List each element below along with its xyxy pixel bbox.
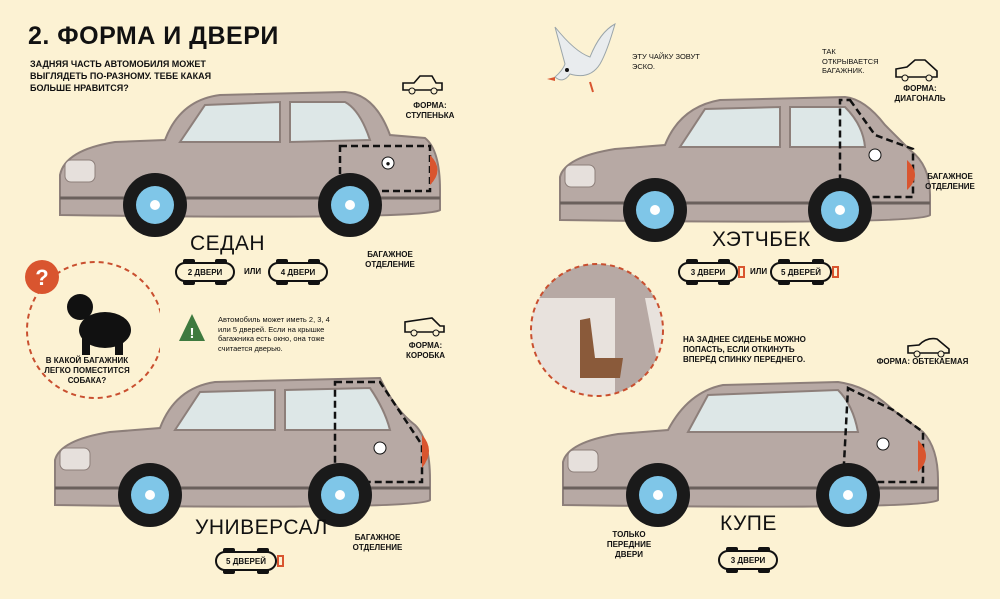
sedan-doors-2: 2 ДВЕРИ [175, 259, 235, 285]
wagon-shape-label: ФОРМА: КОРОБКА [406, 341, 445, 360]
seat-icon [580, 318, 623, 378]
info-icon: ! [178, 313, 206, 345]
sedan-car: ● [59, 90, 441, 237]
sedan-doors-4: 4 ДВЕРИ [268, 259, 328, 285]
wagon-trunk-label: БАГАЖНОЕ ОТДЕЛЕНИЕ [352, 533, 403, 552]
sedan-rear-wheel [318, 173, 382, 237]
page-title: 2. ФОРМА И ДВЕРИ [28, 22, 279, 50]
hatchback-doors-3: 3 ДВЕРИ [678, 259, 745, 285]
car-outline-icon [895, 59, 938, 82]
bird-note: ЭТУ ЧАЙКУ ЗОВУТ ЭСКО. [632, 52, 700, 71]
wagon-car [54, 376, 431, 527]
hatchback-trunk-label: БАГАЖНОЕ ОТДЕЛЕНИЕ [925, 172, 975, 191]
hatchback-name: ХЭТЧБЕК [712, 228, 811, 251]
intro-text: Задняя часть автомобиля может выглядеть … [30, 59, 212, 93]
sedan-shape-label: ФОРМА: СТУПЕНЬКА [405, 101, 455, 120]
info-note: Автомобиль может иметь 2, 3, 4 или 5 две… [218, 315, 330, 353]
sedan-front-wheel [123, 173, 187, 237]
hatchback-doors-5: 5 ДВЕРЕЙ [770, 259, 839, 285]
hatchback-shape-label: ФОРМА: ДИАГОНАЛЬ [894, 84, 946, 103]
dog-icon [67, 294, 131, 355]
sedan-or: ИЛИ [244, 267, 262, 276]
hatchback-car [559, 95, 931, 242]
coupe-car [562, 380, 939, 527]
svg-text:!: ! [190, 325, 195, 342]
seat-note: НА ЗАДНЕЕ СИДЕНЬЕ МОЖНО ПОПАСТЬ, ЕСЛИ ОТ… [683, 335, 806, 364]
question-icon: ? [35, 265, 48, 290]
coupe-name: КУПЕ [720, 512, 777, 535]
coupe-shape-label: ФОРМА: ОБТЕКАЕМАЯ [876, 357, 969, 366]
wagon-name: УНИВЕРСАЛ [195, 516, 328, 539]
coupe-doors-3: 3 ДВЕРИ [718, 547, 778, 573]
seagull-icon [547, 23, 616, 93]
wagon-doors-5: 5 ДВЕРЕЙ [215, 548, 284, 574]
sedan-trunk-label: БАГАЖНОЕ ОТДЕЛЕНИЕ [365, 250, 415, 269]
hatchback-or: ИЛИ [750, 267, 768, 276]
car-outline-icon [402, 75, 443, 95]
coupe-front-doors-label: ТОЛЬКО ПЕРЕДНИЕ ДВЕРИ [606, 530, 652, 559]
car-outline-icon [907, 337, 950, 358]
car-outline-icon [404, 317, 445, 337]
dog-circle: ? [25, 260, 160, 399]
svg-text:●: ● [386, 159, 391, 168]
hatchback-opens-note: ТАК ОТКРЫВАЕТСЯ БАГАЖНИК. [822, 47, 879, 75]
dog-question: В КАКОЙ БАГАЖНИК ЛЕГКО ПОМЕСТИТСЯ СОБАКА… [44, 356, 130, 385]
seat-circle [530, 263, 664, 397]
sedan-name: СЕДАН [190, 232, 266, 255]
